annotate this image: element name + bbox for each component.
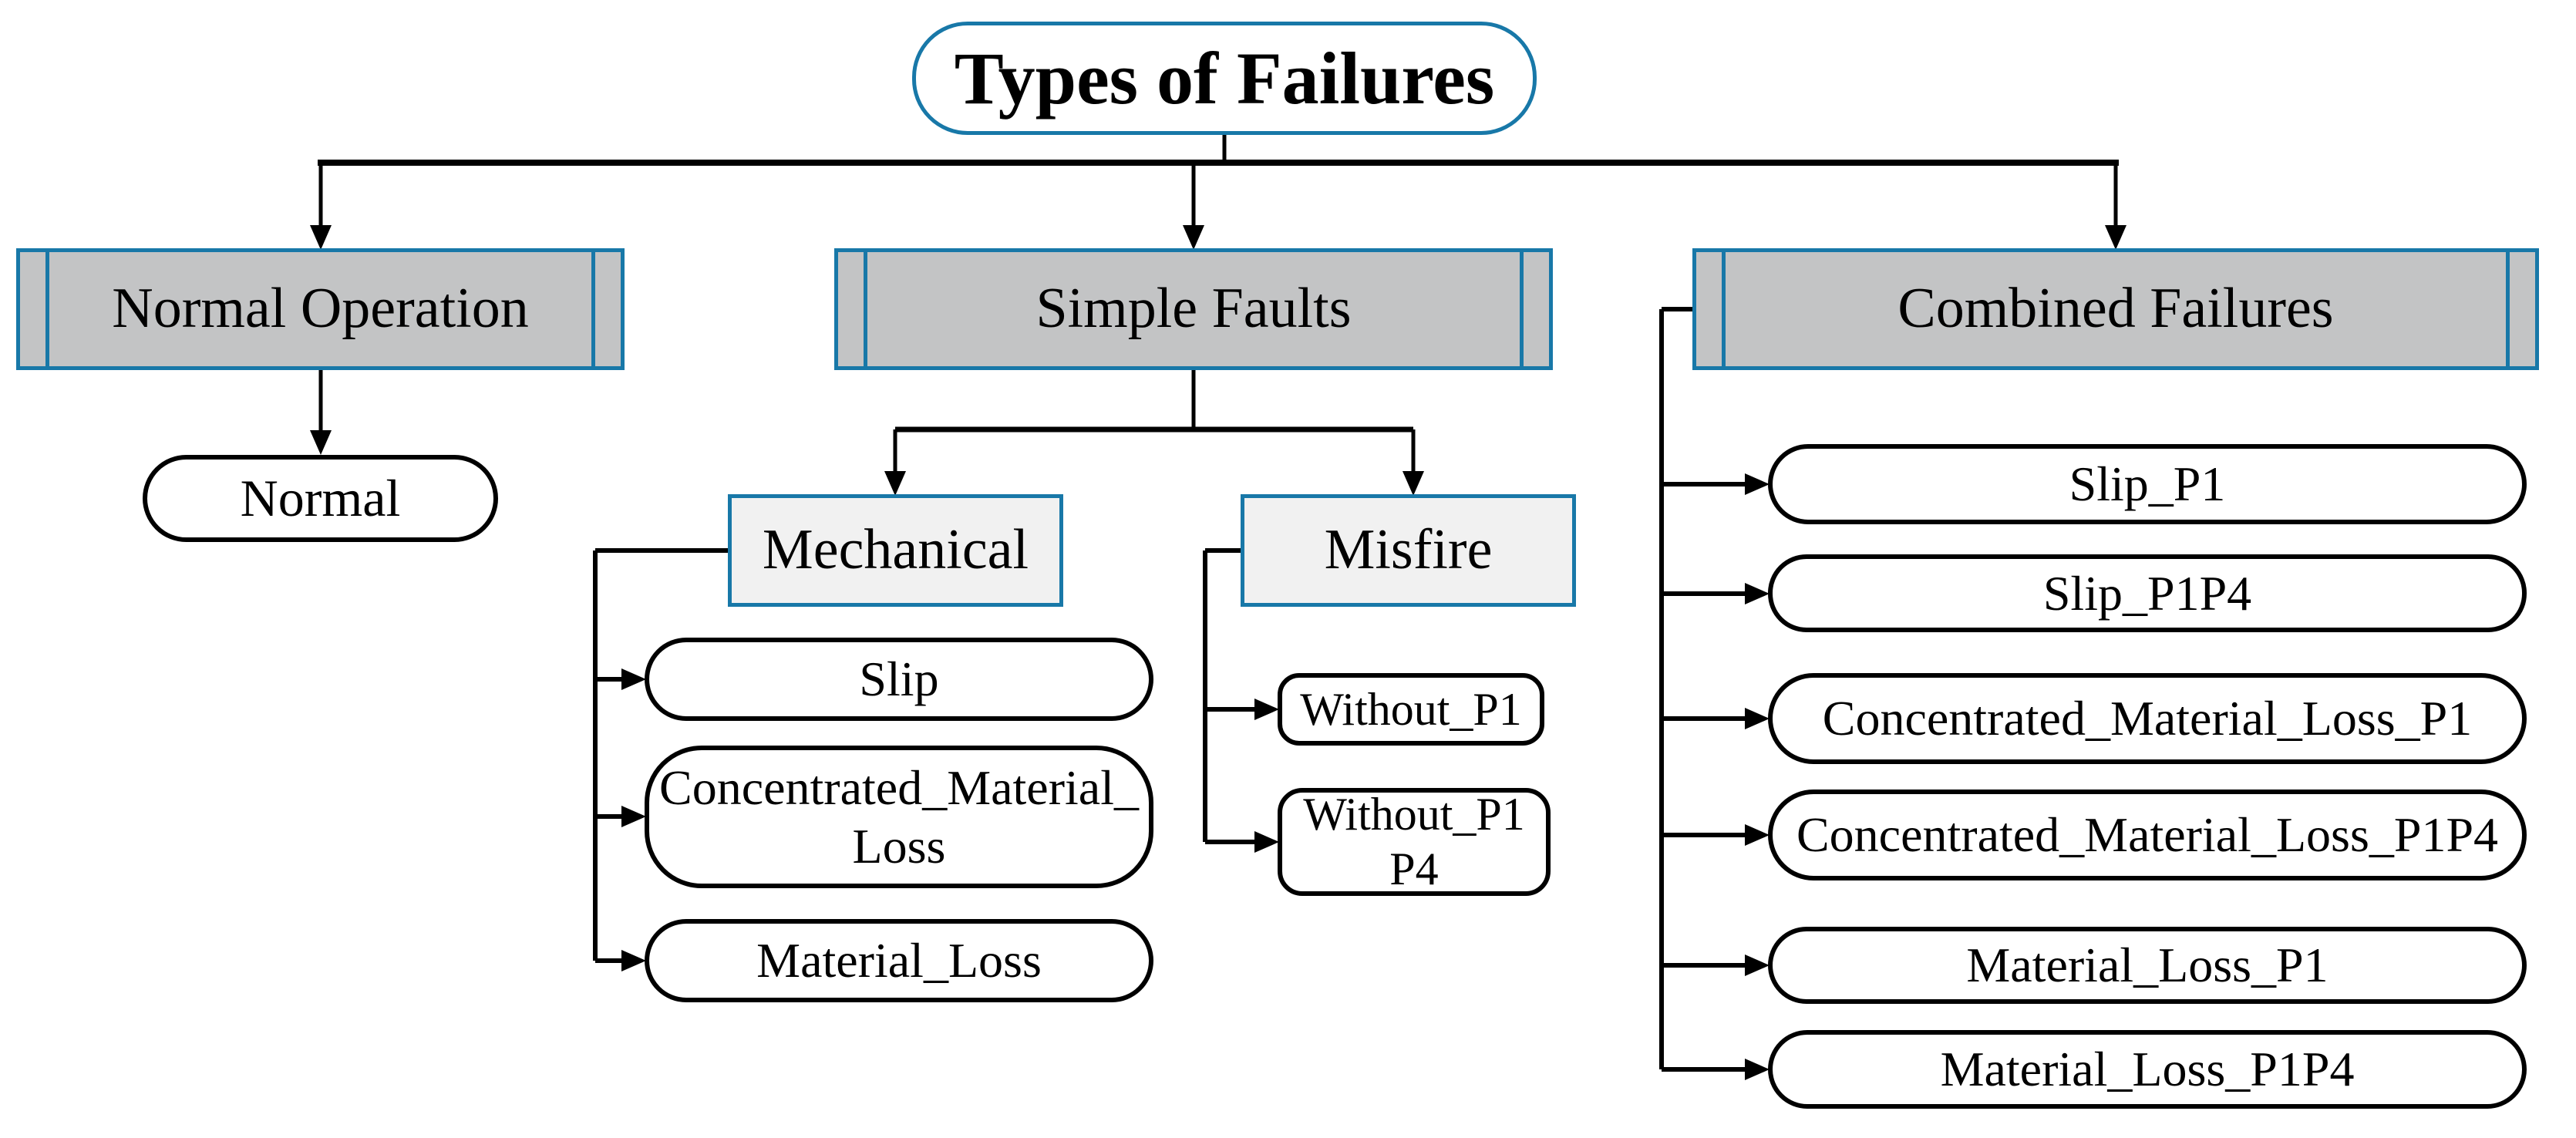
- inner-bar-right: [1520, 252, 1524, 366]
- node-concentrated-material-loss-p1: Concentrated_Material_Loss_P1: [1768, 673, 2527, 764]
- node-normal: Normal: [143, 455, 498, 542]
- node-slip-p1p4: Slip_P1P4: [1768, 554, 2527, 632]
- inner-bar-right: [2506, 252, 2510, 366]
- node-concentrated-material-loss-p1p4: Concentrated_Material_Loss_P1P4: [1768, 790, 2527, 880]
- inner-bar-left: [1722, 252, 1726, 366]
- inner-bar-left: [45, 252, 49, 366]
- node-slip: Slip: [645, 638, 1153, 721]
- node-without-p1p4: Without_P1 P4: [1278, 788, 1551, 896]
- node-types-of-failures: Types of Failures: [912, 22, 1537, 135]
- node-combined-failures: Combined Failures: [1692, 248, 2539, 370]
- node-normal-operation: Normal Operation: [16, 248, 625, 370]
- node-material-loss-p1: Material_Loss_P1: [1768, 927, 2527, 1004]
- node-without-p1: Without_P1: [1278, 673, 1544, 746]
- node-label: Combined Failures: [1897, 277, 2334, 341]
- node-misfire: Misfire: [1241, 494, 1576, 607]
- node-label: Simple Faults: [1035, 277, 1352, 341]
- inner-bar-right: [591, 252, 595, 366]
- arrowheads-right: [621, 473, 1770, 1080]
- node-slip-p1: Slip_P1: [1768, 444, 2527, 524]
- node-material-loss-p1p4: Material_Loss_P1P4: [1768, 1030, 2527, 1109]
- node-mechanical: Mechanical: [728, 494, 1063, 607]
- node-material-loss: Material_Loss: [645, 919, 1153, 1002]
- inner-bar-left: [864, 252, 867, 366]
- node-simple-faults: Simple Faults: [834, 248, 1553, 370]
- arrowheads-down: [310, 225, 2126, 496]
- node-concentrated-material-loss: Concentrated_Material_ Loss: [645, 746, 1153, 888]
- node-label: Normal Operation: [112, 277, 529, 341]
